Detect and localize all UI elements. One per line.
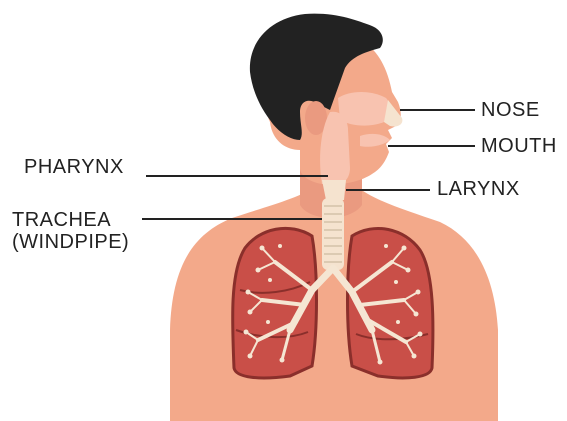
larynx-shape: [322, 180, 346, 200]
label-nose: NOSE: [481, 99, 540, 121]
label-larynx: LARYNX: [437, 178, 520, 200]
label-trachea-line1: TRACHEA: [12, 209, 129, 231]
label-trachea: TRACHEA (WINDPIPE): [12, 209, 129, 253]
label-trachea-line2: (WINDPIPE): [12, 231, 129, 253]
label-pharynx: PHARYNX: [24, 156, 124, 178]
label-mouth: MOUTH: [481, 135, 557, 157]
trachea-shape: [322, 198, 344, 270]
